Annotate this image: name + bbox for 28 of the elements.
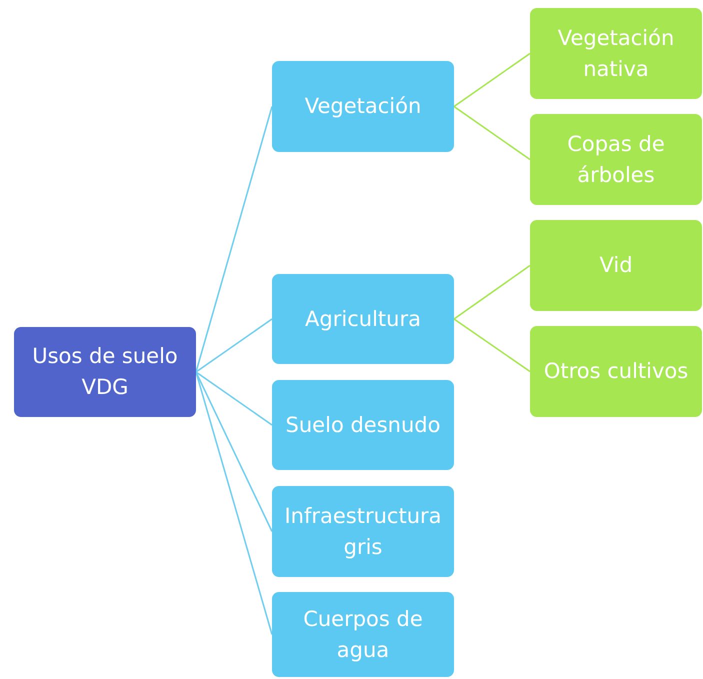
category-box [272,486,454,577]
connector-line [195,372,273,532]
node-label: Agricultura [305,306,421,332]
subcategory-box [530,326,702,417]
connector-line [195,106,273,372]
node-label: Suelo desnudo [286,412,440,438]
connector-line [196,371,272,426]
category-box [272,592,454,677]
node-label: Cuerpos de agua [302,606,424,664]
connector-line [454,52,530,108]
connector-line [196,318,272,373]
subcategory-box [530,8,702,99]
subcategory-box [530,220,702,311]
node-label: Vegetación [304,93,422,120]
connector-line [454,318,530,372]
node-label: Vid [599,252,633,279]
connector-line [454,106,530,160]
node-label: Usos de suelo VDG [31,343,179,401]
node-label: Infraestructura gris [283,502,443,560]
node-label: Otros cultivos [544,358,688,385]
category-box [272,274,454,364]
category-box [272,380,454,470]
root-box [14,327,196,417]
node-label: Copas de árboles [566,130,666,188]
category-box [272,61,454,152]
node-label: Vegetación nativa [556,24,676,82]
connector-line [454,264,530,320]
subcategory-box [530,114,702,205]
